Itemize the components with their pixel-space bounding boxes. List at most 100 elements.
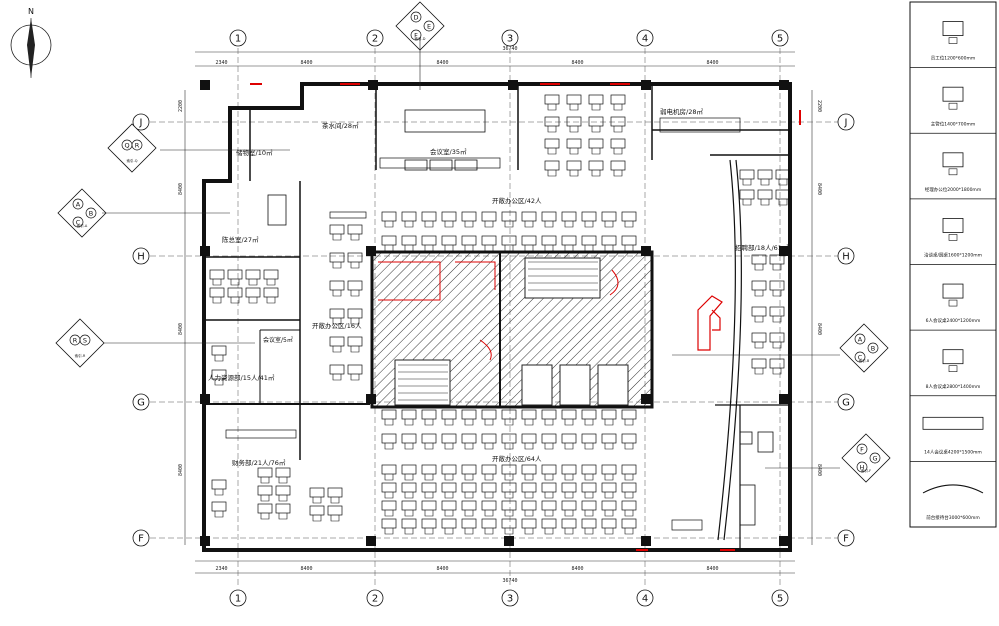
chair <box>742 199 752 206</box>
workstation <box>441 235 457 252</box>
desk <box>561 433 577 444</box>
desk <box>275 485 291 496</box>
desk <box>769 254 785 265</box>
workstation <box>521 500 537 517</box>
chair <box>330 515 340 522</box>
axis-label-row: F <box>843 534 849 545</box>
legend-symbol <box>942 283 964 299</box>
dimension-lines <box>184 51 813 574</box>
axis-bubble-col <box>771 589 789 607</box>
chair <box>624 245 634 252</box>
chair <box>214 511 224 518</box>
workstation <box>481 482 497 499</box>
chair <box>564 443 574 450</box>
chair <box>312 497 322 504</box>
chair <box>624 419 634 426</box>
desk <box>329 308 345 319</box>
desk <box>461 518 477 529</box>
workstation <box>401 482 417 499</box>
chair <box>772 264 782 271</box>
chair <box>591 170 601 177</box>
workstation <box>566 160 582 177</box>
workstation <box>211 501 227 518</box>
desk <box>566 94 582 105</box>
desk <box>769 280 785 291</box>
desk <box>501 235 517 246</box>
callout-bubble <box>854 351 866 363</box>
legend-chair <box>948 299 958 307</box>
column-block <box>200 80 210 90</box>
axis-label-col: 5 <box>777 34 783 45</box>
room-label-tea: 茶水间/28㎡ <box>322 121 359 130</box>
cabinet <box>379 157 501 169</box>
axis-label-row: J <box>844 118 848 129</box>
desk <box>441 464 457 475</box>
desk <box>381 235 397 246</box>
desk <box>329 364 345 375</box>
furniture <box>209 94 791 535</box>
desk <box>257 467 273 478</box>
chair <box>613 148 623 155</box>
column-block <box>779 394 789 404</box>
chair <box>332 318 342 325</box>
desk <box>381 409 397 420</box>
workstation <box>544 160 560 177</box>
chair <box>504 245 514 252</box>
red-partitions <box>250 83 801 551</box>
chair <box>260 477 270 484</box>
workstation <box>401 518 417 535</box>
legend-caption: 8人会议桌2800*1400mm <box>926 383 981 390</box>
workstation <box>257 503 273 520</box>
workstation <box>581 482 597 499</box>
workstation <box>347 280 363 297</box>
chair <box>384 492 394 499</box>
dim-left-segment: 8400 <box>178 464 184 476</box>
axis-label-row: F <box>138 534 144 545</box>
workstation <box>566 94 582 111</box>
workstation <box>561 500 577 517</box>
chair <box>604 245 614 252</box>
workstation <box>381 500 397 517</box>
workstation <box>588 160 604 177</box>
chair <box>754 316 764 323</box>
callout-bubble <box>410 29 422 41</box>
chair <box>332 374 342 381</box>
workstation <box>481 235 497 252</box>
workstation <box>521 464 537 481</box>
desk <box>401 409 417 420</box>
legend-symbol <box>922 484 984 494</box>
desk <box>544 94 560 105</box>
desk <box>621 409 637 420</box>
desk <box>769 358 785 369</box>
chair <box>624 474 634 481</box>
chair <box>384 443 394 450</box>
callout-letter: F <box>860 446 864 454</box>
desk <box>581 211 597 222</box>
desk <box>211 369 227 380</box>
legend-item: 8人会议桌2800*1400mm <box>910 329 996 390</box>
workstation <box>441 211 457 228</box>
chair <box>584 492 594 499</box>
workstation <box>481 500 497 517</box>
workstation <box>441 464 457 481</box>
chair <box>332 290 342 297</box>
desk <box>541 409 557 420</box>
workstation <box>329 280 345 297</box>
workstation <box>561 518 577 535</box>
chair <box>464 510 474 517</box>
dim-right-segment: 8400 <box>816 183 822 195</box>
chair <box>484 419 494 426</box>
workstation <box>581 235 597 252</box>
workstation <box>347 336 363 353</box>
workstation <box>588 138 604 155</box>
workstation <box>347 252 363 269</box>
chair <box>266 297 276 304</box>
desk <box>621 464 637 475</box>
legend-item: 员工位1200*600mm <box>931 21 975 62</box>
chair <box>384 510 394 517</box>
chair <box>464 492 474 499</box>
dim-right-segment: 8400 <box>816 323 822 335</box>
desk <box>329 224 345 235</box>
